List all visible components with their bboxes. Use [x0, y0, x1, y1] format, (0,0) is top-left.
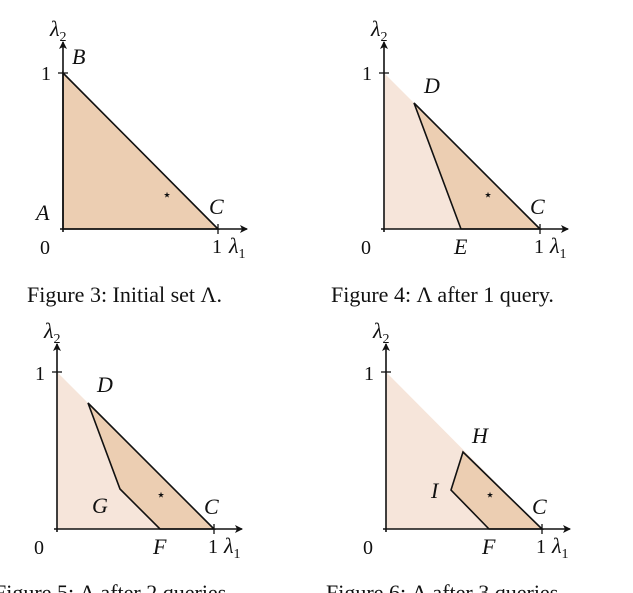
figure-6: λ2 λ1 1 1 0 H I C F ⋆ Figure 6: Λ after … — [326, 318, 571, 593]
star-marker: ⋆ — [483, 187, 493, 204]
figure-4: λ2 λ1 1 1 0 D C E ⋆ Figure 4: Λ after 1 … — [331, 16, 569, 307]
tick-y-1-label: 1 — [362, 63, 372, 85]
tick-y-1-label: 1 — [41, 63, 51, 85]
point-label-f: F — [481, 534, 496, 559]
y-axis-label: λ2 — [372, 318, 390, 347]
tick-x-1-label: 1 — [536, 536, 546, 558]
tick-x-1-label: 1 — [208, 536, 218, 558]
point-label-i: I — [430, 478, 440, 503]
point-label-e: E — [453, 234, 468, 259]
y-axis-label: λ2 — [370, 16, 388, 45]
figure-caption: Figure 4: Λ after 1 query. — [331, 282, 554, 307]
figure-3: λ2 λ1 1 1 0 B A C ⋆ Figure 3: Initial se… — [27, 16, 248, 307]
figure-caption: Figure 5: Λ after 2 queries. — [0, 580, 232, 593]
y-axis-label: λ2 — [49, 16, 67, 45]
x-axis-label: λ1 — [551, 533, 569, 562]
origin-label: 0 — [361, 237, 371, 259]
point-label-f: F — [152, 534, 167, 559]
origin-label: 0 — [40, 237, 50, 259]
tick-y-1-label: 1 — [364, 363, 374, 385]
tick-x-1-label: 1 — [534, 236, 544, 258]
figure-caption: Figure 6: Λ after 3 queries. — [326, 580, 564, 593]
tick-x-1-label: 1 — [212, 236, 222, 258]
x-axis-label: λ1 — [228, 233, 246, 262]
point-label-c: C — [209, 194, 224, 219]
star-marker: ⋆ — [162, 187, 172, 204]
region-lambda-set — [62, 71, 220, 230]
tick-y-1-label: 1 — [35, 363, 45, 385]
star-marker: ⋆ — [485, 487, 495, 504]
origin-label: 0 — [34, 537, 44, 559]
point-label-d: D — [96, 372, 113, 397]
figure-caption: Figure 3: Initial set Λ. — [27, 282, 222, 307]
x-axis-label: λ1 — [549, 233, 567, 262]
point-label-a: A — [34, 200, 50, 225]
point-label-b: B — [72, 44, 85, 69]
point-label-c: C — [530, 194, 545, 219]
point-label-h: H — [471, 423, 489, 448]
point-label-d: D — [423, 73, 440, 98]
x-axis-label: λ1 — [223, 533, 241, 562]
point-label-g: G — [92, 493, 108, 518]
y-axis-label: λ2 — [43, 318, 61, 347]
figure-5: λ2 λ1 1 1 0 D G C F ⋆ Figure 5: Λ after … — [0, 318, 243, 593]
origin-label: 0 — [363, 537, 373, 559]
region-previous-set — [386, 372, 542, 529]
point-label-c: C — [532, 494, 547, 519]
star-marker: ⋆ — [156, 487, 166, 504]
point-label-c: C — [204, 494, 219, 519]
